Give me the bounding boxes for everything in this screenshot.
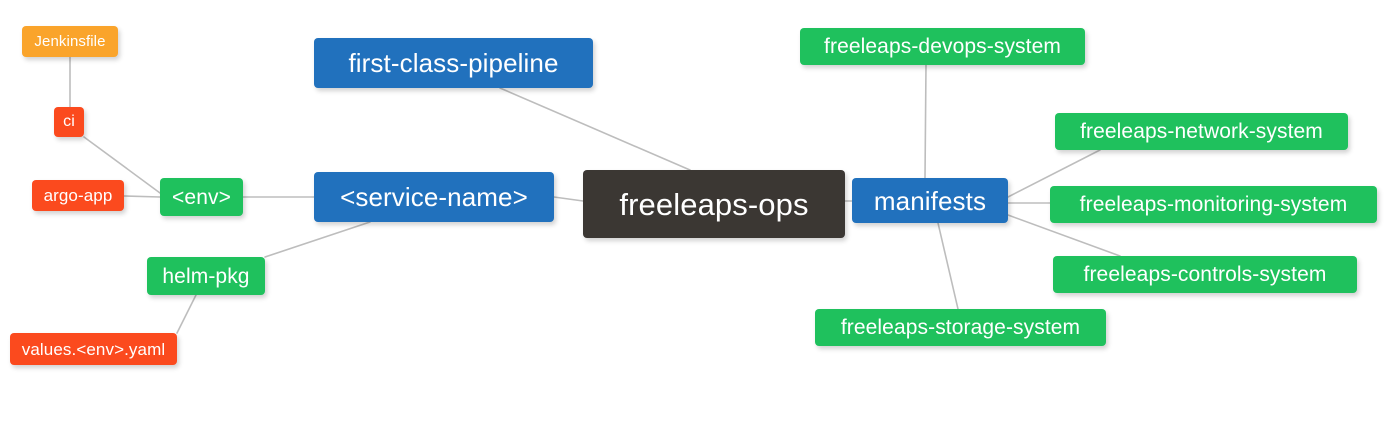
node-label-freeleaps-network-system: freeleaps-network-system [1080,120,1323,143]
edge-values-env-yaml-to-helm-pkg [176,294,197,334]
node-label-service-name: <service-name> [340,182,528,212]
node-label-freeleaps-monitoring-system: freeleaps-monitoring-system [1079,193,1348,216]
node-freeleaps-storage-system[interactable]: freeleaps-storage-system [815,309,1106,346]
node-values-env-yaml[interactable]: values.<env>.yaml [10,333,177,365]
edge-service-name-to-freeleaps-ops [553,196,584,202]
node-env[interactable]: <env> [160,178,243,216]
node-manifests[interactable]: manifests [852,178,1008,223]
node-label-jenkinsfile: Jenkinsfile [34,33,106,50]
node-label-env: <env> [172,185,231,209]
node-label-freeleaps-controls-system: freeleaps-controls-system [1083,263,1327,286]
edge-manifests-to-freeleaps-devops-system [924,64,927,179]
node-label-ci: ci [63,113,75,130]
edge-argo-app-to-env [123,195,161,198]
node-label-argo-app: argo-app [43,186,113,205]
node-jenkinsfile[interactable]: Jenkinsfile [22,26,118,57]
node-freeleaps-monitoring-system[interactable]: freeleaps-monitoring-system [1050,186,1377,223]
node-helm-pkg[interactable]: helm-pkg [147,257,265,295]
node-freeleaps-devops-system[interactable]: freeleaps-devops-system [800,28,1085,65]
node-first-class-pipeline[interactable]: first-class-pipeline [314,38,593,88]
node-service-name[interactable]: <service-name> [314,172,554,222]
node-label-values-env-yaml: values.<env>.yaml [21,339,166,359]
node-freeleaps-controls-system[interactable]: freeleaps-controls-system [1053,256,1357,293]
node-label-helm-pkg: helm-pkg [162,264,250,288]
node-ci[interactable]: ci [54,107,84,137]
node-freeleaps-ops[interactable]: freeleaps-ops [583,170,845,238]
edge-manifests-to-freeleaps-storage-system [937,222,959,310]
node-freeleaps-network-system[interactable]: freeleaps-network-system [1055,113,1348,150]
edge-first-class-pipeline-to-freeleaps-ops [499,87,691,171]
node-label-freeleaps-devops-system: freeleaps-devops-system [824,35,1061,58]
edge-helm-pkg-to-service-name [264,221,371,258]
node-label-freeleaps-storage-system: freeleaps-storage-system [840,316,1081,339]
node-label-first-class-pipeline: first-class-pipeline [348,48,559,78]
node-label-manifests: manifests [873,185,987,216]
node-label-freeleaps-ops: freeleaps-ops [619,186,809,222]
node-argo-app[interactable]: argo-app [32,180,124,211]
